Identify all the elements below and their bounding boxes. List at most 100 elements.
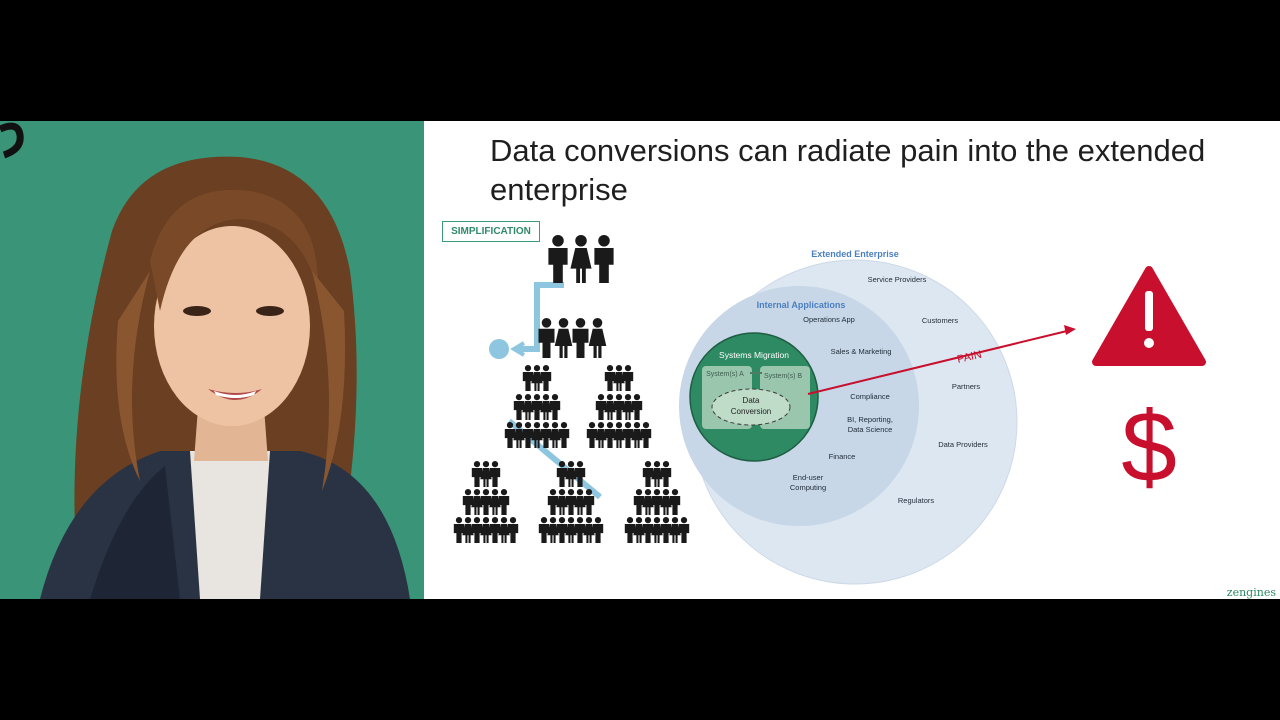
enterprise-diagram: Extended Enterprise Internal Application… — [679, 249, 1076, 585]
person-icon — [453, 517, 465, 543]
pain-label: PAIN — [956, 349, 983, 366]
webcam-feed — [0, 121, 424, 599]
person-icon — [583, 517, 595, 543]
pain-arrowhead — [1064, 325, 1076, 335]
person-icon — [642, 517, 654, 543]
presentation-slide: Data conversions can radiate pain into t… — [424, 121, 1280, 599]
person-icon — [538, 318, 555, 358]
internal-app-item-5-line-1: Computing — [790, 483, 826, 492]
person-icon — [574, 461, 586, 487]
person-icon — [669, 517, 681, 543]
person-icon — [462, 489, 474, 515]
simplification-badge: SIMPLIFICATION — [442, 221, 540, 242]
internal-app-item-5-line-0: End-user — [793, 473, 824, 482]
internal-app-item-1-line-0: Sales & Marketing — [831, 347, 892, 356]
person-icon — [531, 394, 543, 420]
internal-app-item-3-line-1: Data Science — [848, 425, 893, 434]
person-icon — [489, 489, 501, 515]
person-icon — [565, 517, 577, 543]
person-icon — [462, 517, 474, 543]
person-icon — [592, 517, 604, 543]
extended-item-4-line-0: Regulators — [898, 496, 935, 505]
person-icon — [678, 517, 690, 543]
person-icon — [549, 394, 561, 420]
person-icon — [556, 461, 568, 487]
person-icon — [522, 365, 534, 391]
person-icon — [549, 422, 561, 448]
internal-app-item-2-line-0: Compliance — [850, 392, 890, 401]
video-frame: Data conversions can radiate pain into t… — [0, 121, 1280, 599]
person-icon — [556, 489, 568, 515]
person-icon — [574, 517, 586, 543]
person-icon — [471, 461, 483, 487]
person-icon — [631, 422, 643, 448]
system-b-label: System(s) B — [764, 373, 802, 380]
person-icon — [480, 461, 492, 487]
connector-dot — [489, 339, 509, 359]
system-a-label: System(s) A — [706, 371, 744, 378]
internal-app-item-0-line-0: Operations App — [803, 315, 855, 324]
person-icon — [604, 422, 616, 448]
person-icon — [498, 489, 510, 515]
internal-app-item-3-line-0: BI, Reporting, — [847, 415, 893, 424]
person-icon — [583, 489, 595, 515]
person-icon — [633, 517, 645, 543]
person-icon — [642, 489, 654, 515]
people-pyramid — [453, 235, 690, 543]
person-icon — [513, 394, 525, 420]
person-icon — [507, 517, 519, 543]
warning-icon — [1092, 266, 1206, 366]
extended-enterprise-label: Extended Enterprise — [811, 249, 899, 259]
person-icon — [471, 489, 483, 515]
internal-applications-label: Internal Applications — [757, 300, 846, 310]
pyramid-connector — [507, 282, 602, 500]
person-icon — [531, 365, 543, 391]
person-icon — [471, 517, 483, 543]
person-icon — [622, 365, 634, 391]
person-icon — [604, 365, 616, 391]
person-icon — [522, 422, 534, 448]
person-icon — [624, 517, 636, 543]
person-icon — [565, 489, 577, 515]
person-icon — [547, 517, 559, 543]
person-icon — [669, 489, 681, 515]
pain-arrow — [807, 330, 1068, 395]
extended-item-3-line-0: Data Providers — [938, 440, 988, 449]
person-icon — [604, 394, 616, 420]
extended-item-1-line-0: Customers — [922, 316, 959, 325]
person-icon — [547, 489, 559, 515]
person-icon — [613, 365, 625, 391]
person-icon — [651, 489, 663, 515]
data-conversion-oval — [711, 388, 791, 426]
person-icon — [489, 517, 501, 543]
person-icon — [660, 461, 672, 487]
person-icon — [574, 489, 586, 515]
slide-graphics: Extended Enterprise Internal Application… — [453, 235, 1206, 585]
person-icon — [540, 422, 552, 448]
person-icon — [540, 394, 552, 420]
person-icon — [642, 461, 654, 487]
person-icon — [548, 235, 568, 283]
extended-item-2-line-0: Partners — [952, 382, 981, 391]
dollar-icon: $ — [1121, 391, 1177, 503]
person-icon — [595, 422, 607, 448]
person-icon — [554, 318, 573, 358]
slide-title: Data conversions can radiate pain into t… — [490, 133, 1206, 207]
person-icon — [613, 422, 625, 448]
person-icon — [622, 394, 634, 420]
person-icon — [531, 422, 543, 448]
person-icon — [540, 365, 552, 391]
person-icon — [556, 517, 568, 543]
brand-logo: zengines — [1226, 586, 1276, 599]
person-icon — [651, 461, 663, 487]
person-icon — [651, 517, 663, 543]
person-icon — [594, 235, 614, 283]
extended-item-0-line-0: Service Providers — [868, 275, 927, 284]
data-conversion-line-2: Conversion — [731, 407, 771, 416]
person-icon — [538, 517, 550, 543]
person-icon — [570, 235, 592, 283]
person-icon — [660, 517, 672, 543]
person-icon — [480, 517, 492, 543]
